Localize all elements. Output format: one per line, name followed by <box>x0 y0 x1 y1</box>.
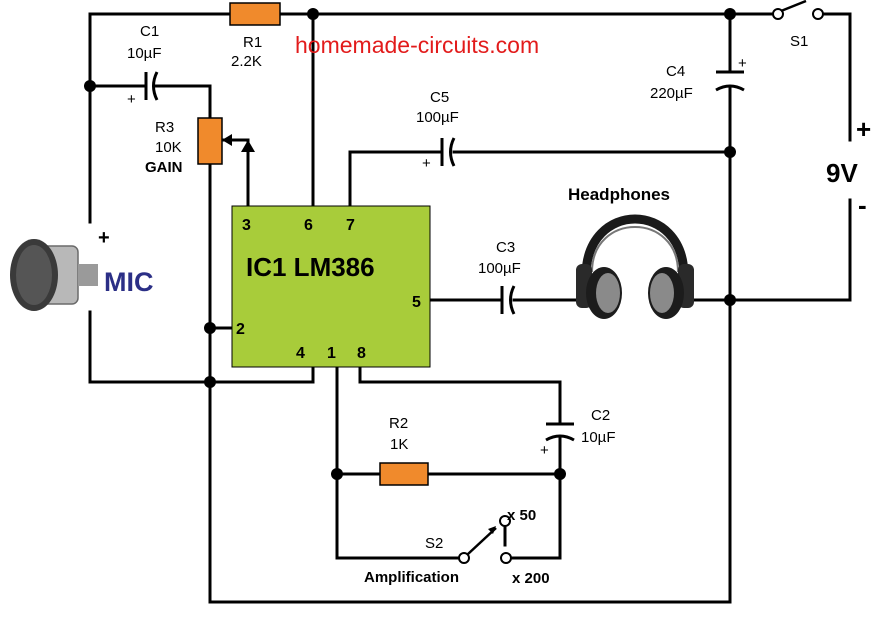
c5-name: C5 <box>430 89 449 106</box>
headphones: Headphones <box>568 185 694 319</box>
c1-value: 10µF <box>127 45 162 62</box>
c1-polarity: + <box>127 91 136 108</box>
c5-value: 100µF <box>416 109 459 126</box>
site-watermark: homemade-circuits.com <box>295 32 539 58</box>
c3-name: C3 <box>496 239 515 256</box>
ic-name: IC1 LM386 <box>246 252 375 282</box>
c2-value: 10µF <box>581 429 616 446</box>
battery-9v: + 9V - <box>826 114 871 220</box>
wires <box>88 12 852 604</box>
ic-pin-8: 8 <box>357 345 366 362</box>
ic-pin-2: 2 <box>236 321 245 338</box>
ic-lm386: IC1 LM386 3 6 7 2 5 4 1 8 <box>231 205 431 368</box>
switch-s2: S2 Amplification x 50 x 200 <box>364 507 550 587</box>
r2-name: R2 <box>389 415 408 432</box>
s2-label: Amplification <box>364 569 459 586</box>
resistor-r1: R1 2.2K <box>229 2 281 70</box>
s2-name: S2 <box>425 535 443 552</box>
r3-name: R3 <box>155 119 174 136</box>
s1-name: S1 <box>790 33 808 50</box>
capacitor-c4: C4 220µF + <box>650 55 747 102</box>
c1-name: C1 <box>140 23 159 40</box>
r1-value: 2.2K <box>231 53 262 70</box>
resistor-r2: R2 1K <box>379 415 429 486</box>
battery-plus: + <box>856 114 871 144</box>
c4-polarity: + <box>738 55 747 72</box>
ic-pin-3: 3 <box>242 217 251 234</box>
r3-value: 10K <box>155 139 182 156</box>
ic-pin-4: 4 <box>296 345 305 362</box>
ic-pin-1: 1 <box>327 345 336 362</box>
c4-value: 220µF <box>650 85 693 102</box>
battery-minus: - <box>858 190 867 220</box>
switch-s1: S1 <box>772 0 824 50</box>
headphones-label: Headphones <box>568 185 670 204</box>
capacitor-c1: C1 10µF + <box>127 23 162 108</box>
ic-pin-7: 7 <box>346 217 355 234</box>
ic-pin-6: 6 <box>304 217 313 234</box>
c2-polarity: + <box>540 442 549 459</box>
capacitor-c2: C2 10µF + <box>540 407 616 459</box>
battery-voltage: 9V <box>826 158 858 188</box>
capacitor-c3: C3 100µF <box>478 239 521 315</box>
mic-label: MIC <box>104 267 154 297</box>
junction-nodes <box>84 8 736 480</box>
potentiometer-r3: R3 10K GAIN <box>145 117 255 176</box>
ic-pin-5: 5 <box>412 294 421 311</box>
s2-option-low: x 200 <box>512 570 550 587</box>
c2-name: C2 <box>591 407 610 424</box>
r3-function: GAIN <box>145 159 183 176</box>
s2-option-high: x 50 <box>507 507 536 524</box>
c3-value: 100µF <box>478 260 521 277</box>
c4-name: C4 <box>666 63 685 80</box>
capacitor-c5: C5 100µF + <box>416 89 459 172</box>
c5-polarity: + <box>422 155 431 172</box>
r1-name: R1 <box>243 34 262 51</box>
microphone: + MIC <box>10 227 154 311</box>
mic-polarity: + <box>98 227 110 249</box>
r2-value: 1K <box>390 436 408 453</box>
